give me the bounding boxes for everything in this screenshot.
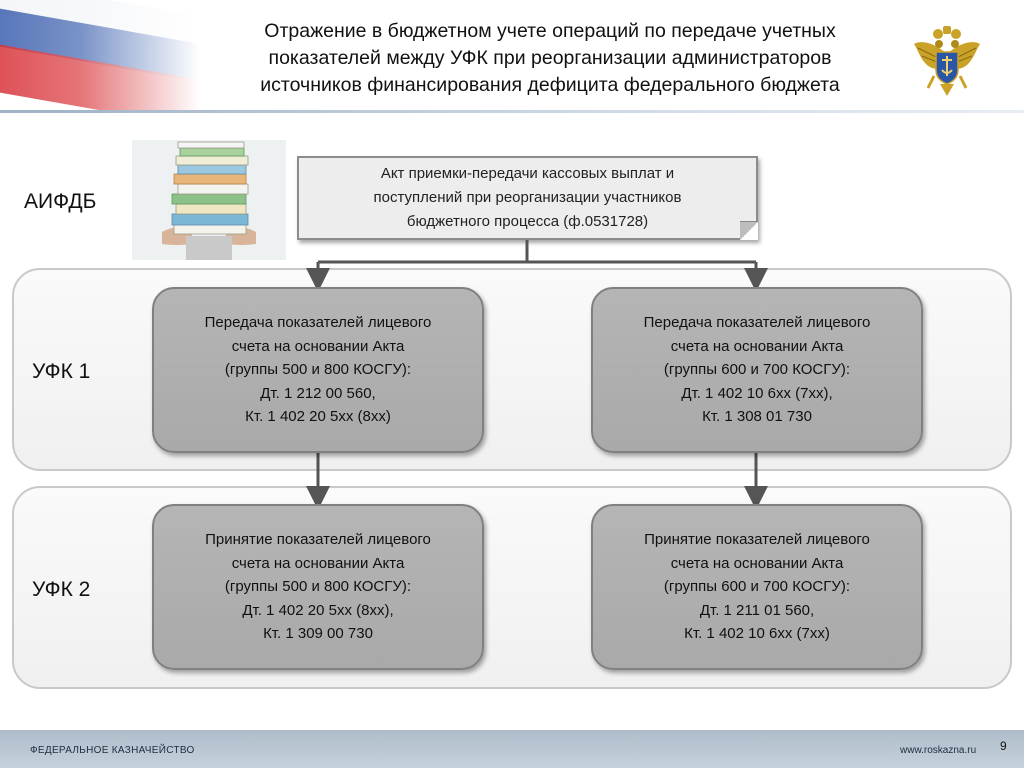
header-divider — [0, 110, 1024, 113]
node-line: счета на основании Акта — [670, 337, 844, 355]
russian-flag-icon — [0, 0, 200, 112]
row-label-ufk1: УФК 1 — [32, 360, 91, 383]
node-line: Принятие показателей лицевого — [644, 531, 870, 549]
node-line: Кт. 1 402 20 5хх (8хх) — [245, 408, 391, 426]
node-line: счета на основании Акта — [231, 554, 405, 572]
node-line: Дт. 1 212 00 560, — [260, 384, 376, 402]
node-ufk2-accept-600-700: Принятие показателей лицевого счета на о… — [591, 504, 923, 670]
node-line: (группы 600 и 700 КОСГУ): — [663, 578, 851, 596]
node-line: Принятие показателей лицевого — [205, 531, 431, 549]
akt-line: поступлений при реорганизации участников — [373, 189, 682, 206]
node-line: Дт. 1 211 01 560, — [699, 601, 815, 619]
node-line: (группы 500 и 800 КОСГУ): — [224, 578, 412, 596]
node-line: Дт. 1 402 10 6хх (7хх), — [681, 384, 833, 402]
footer-organization: ФЕДЕРАЛЬНОЕ КАЗНАЧЕЙСТВО — [30, 745, 195, 756]
node-ufk2-accept-500-800: Принятие показателей лицевого счета на о… — [152, 504, 484, 670]
node-line: (группы 500 и 800 КОСГУ): — [224, 361, 412, 379]
slide-footer: ФЕДЕРАЛЬНОЕ КАЗНАЧЕЙСТВО www.roskazna.ru — [0, 730, 1024, 768]
page-fold-icon — [740, 221, 758, 240]
node-line: счета на основании Акта — [670, 554, 844, 572]
slide-title: Отражение в бюджетном учете операций по … — [190, 18, 910, 99]
node-line: Передача показателей лицевого — [204, 314, 432, 332]
footer-website: www.roskazna.ru — [900, 745, 977, 756]
node-line: Кт. 1 309 00 730 — [263, 625, 373, 643]
node-line: Кт. 1 308 01 730 — [702, 408, 812, 426]
akt-line: Акт приемки-передачи кассовых выплат и — [380, 165, 675, 182]
page-number: 9 — [1000, 739, 1007, 753]
node-line: Передача показателей лицевого — [643, 314, 871, 332]
akt-document-box: Акт приемки-передачи кассовых выплат и п… — [297, 156, 758, 240]
node-line: Дт. 1 402 20 5хх (8хх), — [242, 601, 394, 619]
akt-line: бюджетного процесса (ф.0531728) — [406, 213, 649, 230]
node-ufk1-transfer-500-800: Передача показателей лицевого счета на о… — [152, 287, 484, 453]
title-line: показателей между УФК при реорганизации … — [268, 47, 832, 69]
title-line: источников финансирования дефицита федер… — [260, 74, 840, 96]
row-label-aifdb: АИФДБ — [24, 190, 97, 213]
document-stack-icon — [132, 140, 286, 260]
node-ufk1-transfer-600-700: Передача показателей лицевого счета на о… — [591, 287, 923, 453]
node-line: счета на основании Акта — [231, 337, 405, 355]
treasury-emblem-icon — [914, 26, 980, 96]
slide-header: Отражение в бюджетном учете операций по … — [0, 0, 1024, 113]
node-line: (группы 600 и 700 КОСГУ): — [663, 361, 851, 379]
node-line: Кт. 1 402 10 6хх (7хх) — [684, 625, 830, 643]
row-label-ufk2: УФК 2 — [32, 578, 91, 601]
title-line: Отражение в бюджетном учете операций по … — [264, 20, 836, 42]
